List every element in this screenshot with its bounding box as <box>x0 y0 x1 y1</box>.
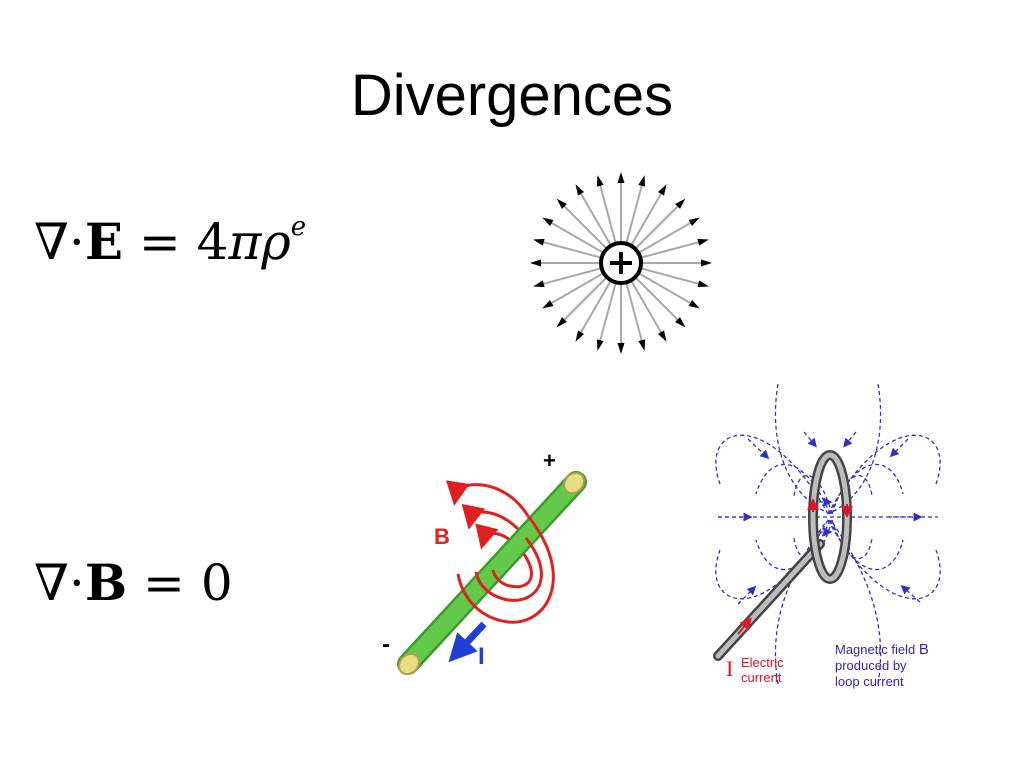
field-line <box>637 272 693 305</box>
current-direction-arrow <box>448 621 487 663</box>
dot-operator: · <box>68 213 85 271</box>
field-arrowhead <box>617 343 625 354</box>
magnetic-divergence-equation: ∇·B = 0 <box>34 553 233 612</box>
radial-field-lines <box>530 172 712 354</box>
current-wire-diagram: + - B I <box>382 448 587 676</box>
field-arrowhead <box>575 330 585 342</box>
equals-sign: = <box>143 554 185 612</box>
field-line <box>598 183 617 244</box>
nabla-symbol: ∇ <box>34 554 69 612</box>
slide-title: Divergences <box>350 63 674 128</box>
field-line <box>549 221 605 254</box>
field-line <box>598 282 617 343</box>
current-symbol-label: I <box>726 656 733 681</box>
field-line <box>579 191 612 247</box>
current-arrow-lead <box>737 617 752 635</box>
field-caption-line3: loop current <box>835 674 904 689</box>
pi-symbol: π <box>228 213 262 271</box>
electric-divergence-equation: ∇·E = 4πρe <box>34 212 306 271</box>
field-arrowhead <box>596 175 604 187</box>
positive-terminal-label: + <box>543 448 556 473</box>
point-charge-diagram <box>530 172 712 354</box>
field-arrowhead <box>542 299 554 309</box>
rho-symbol: ρ <box>261 213 291 271</box>
magnetic-field-label: B <box>434 524 450 549</box>
coefficient: 4 <box>196 213 229 271</box>
field-arrowhead <box>657 184 667 196</box>
field-arrowhead <box>638 339 646 351</box>
current-caption-line2: current <box>741 670 782 685</box>
field-line <box>625 183 644 244</box>
field-arrowhead <box>688 217 700 227</box>
field-arrowhead <box>556 198 567 209</box>
field-loop-front-3 <box>491 553 533 589</box>
field-line <box>562 276 608 322</box>
zero-rhs: 0 <box>200 554 233 612</box>
field-arrowhead <box>617 172 625 183</box>
field-line <box>634 276 680 322</box>
field-caption-line1: Magnetic field B <box>835 641 929 658</box>
field-line <box>579 279 612 335</box>
field-line <box>541 267 602 286</box>
current-label: I <box>478 643 485 670</box>
negative-terminal-label: - <box>382 631 390 658</box>
loop-lead-inner <box>715 541 823 659</box>
equals-sign: = <box>138 213 181 271</box>
wire-top-end <box>563 471 585 495</box>
field-arrowhead <box>533 238 545 246</box>
field-arrowhead <box>530 259 541 267</box>
charge-superscript: e <box>290 212 307 243</box>
field-arrowhead <box>675 317 686 328</box>
current-loop-diagram: I Electric current Magnetic field B prod… <box>713 383 941 689</box>
field-arrowhead <box>657 330 667 342</box>
field-arrowhead <box>533 280 545 288</box>
field-loop-back-1 <box>446 480 530 517</box>
field-line <box>630 191 663 247</box>
wire-bottom-end <box>398 652 420 676</box>
field-line <box>637 221 693 254</box>
magnetic-field-lines <box>715 383 941 685</box>
field-arrowhead <box>675 198 686 209</box>
field-line <box>640 267 701 286</box>
field-loop-front-2 <box>474 537 543 602</box>
field-line <box>634 204 680 250</box>
field-arrowhead <box>575 184 585 196</box>
current-caption-line1: Electric <box>741 655 784 670</box>
field-arrowhead <box>556 317 567 328</box>
field-arrowhead <box>701 259 712 267</box>
field-line <box>549 272 605 305</box>
field-line <box>625 282 644 343</box>
nabla-symbol: ∇ <box>34 213 69 271</box>
field-arrowhead <box>638 175 646 187</box>
field-line <box>562 204 608 250</box>
field-line <box>541 240 602 259</box>
field-arrowhead <box>596 339 604 351</box>
field-arrowhead <box>697 280 709 288</box>
dot-operator: · <box>68 554 85 612</box>
field-arrowhead <box>542 217 554 227</box>
field-line <box>630 279 663 335</box>
wire-body <box>399 473 585 673</box>
field-loop-front-1 <box>456 515 555 624</box>
field-line <box>640 240 701 259</box>
field-arrowhead <box>688 299 700 309</box>
field-caption-line2: produced by <box>835 658 907 673</box>
field-arrowhead <box>697 238 709 246</box>
electric-field-symbol: E <box>84 212 123 271</box>
magnetic-field-symbol: B <box>84 553 128 612</box>
